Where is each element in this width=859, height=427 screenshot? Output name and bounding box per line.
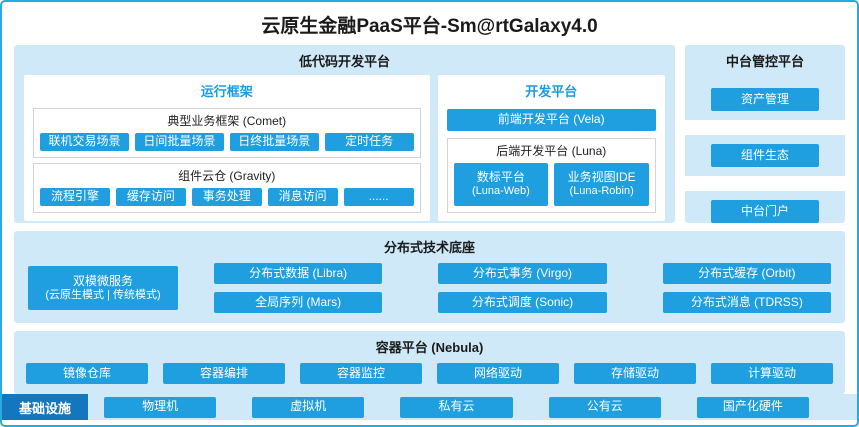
chip-distributed-scheduling-sonic: 分布式调度 (Sonic) — [438, 292, 607, 313]
infrastructure-strip: 基础设施 物理机 虚拟机 私有云 公有云 国产化硬件 — [2, 394, 857, 420]
comet-title: 典型业务框架 (Comet) — [167, 114, 287, 128]
chip-luna-robin-line2: (Luna-Robin) — [569, 185, 634, 198]
chip-distributed-transaction-virgo: 分布式事务 (Virgo) — [438, 263, 607, 284]
gravity-title: 组件云仓 (Gravity) — [178, 169, 276, 183]
infrastructure-label: 基础设施 — [2, 394, 88, 420]
chip-distributed-message-tdrss: 分布式消息 (TDRSS) — [662, 292, 831, 313]
chip-luna-robin-line1: 业务视图IDE — [567, 170, 636, 185]
chip-luna-web-line2: (Luna-Web) — [471, 185, 530, 198]
separator — [685, 176, 845, 191]
chip-asset-management: 资产管理 — [711, 88, 819, 111]
page-title: 云原生金融PaaS平台-Sm@rtGalaxy4.0 — [261, 16, 598, 37]
chip-luna-robin: 业务视图IDE (Luna-Robin) — [554, 163, 649, 206]
panel-midplatform: 中台管控平台 资产管理 组件生态 中台门户 — [685, 45, 845, 223]
panel-lowcode: 低代码开发平台 运行框架 典型业务框架 (Comet) 联机交易场景 日间批量场… — [14, 45, 675, 223]
dual-line1: 双模微服务 — [72, 273, 133, 288]
chip-message-access: 消息访问 — [267, 188, 338, 206]
panel-container-platform: 容器平台 (Nebula) 镜像仓库 容器编排 容器监控 网络驱动 存储驱动 计… — [14, 331, 845, 394]
chip-container-monitoring: 容器监控 — [300, 363, 422, 384]
container-platform-title: 容器平台 (Nebula) — [375, 340, 484, 355]
chip-ellipsis: ...... — [343, 188, 414, 206]
comet-chip-row: 联机交易场景 日间批量场景 日终批量场景 定时任务 — [40, 133, 414, 151]
chip-endofday-batch: 日终批量场景 — [229, 133, 319, 151]
subpanel-dev-platform: 开发平台 前端开发平台 (Vela) 后端开发平台 (Luna) 数标平台 (L… — [437, 75, 665, 221]
chip-frontend-vela: 前端开发平台 (Vela) — [446, 109, 656, 131]
chip-cache-access: 缓存访问 — [115, 188, 186, 206]
chip-physical-machine: 物理机 — [104, 396, 217, 418]
chip-global-sequence-mars: 全局序列 (Mars) — [214, 292, 383, 313]
chip-transaction-processing: 事务处理 — [191, 188, 262, 206]
luna-title: 后端开发平台 (Luna) — [496, 144, 607, 158]
lowcode-columns: 运行框架 典型业务框架 (Comet) 联机交易场景 日间批量场景 日终批量场景… — [14, 75, 675, 231]
chip-luna-web-line1: 数标平台 — [476, 170, 525, 185]
runtime-framework-title: 运行框架 — [200, 84, 253, 99]
luna-box: 后端开发平台 (Luna) 数标平台 (Luna-Web) 业务视图IDE (L… — [446, 138, 656, 213]
panel-distributed-base: 分布式技术底座 双模微服务 (云原生模式 | 传统模式) 分布式数据 (Libr… — [14, 231, 845, 323]
chip-dual-mode-microservice: 双模微服务 (云原生模式 | 传统模式) — [28, 266, 178, 310]
chip-image-registry: 镜像仓库 — [26, 363, 148, 384]
luna-chip-row: 数标平台 (Luna-Web) 业务视图IDE (Luna-Robin) — [453, 163, 649, 206]
chip-container-orchestration: 容器编排 — [163, 363, 285, 384]
dual-line2: (云原生模式 | 传统模式) — [45, 288, 161, 301]
chip-virtual-machine: 虚拟机 — [252, 396, 365, 418]
chip-distributed-data-libra: 分布式数据 (Libra) — [214, 263, 383, 284]
subpanel-runtime-framework: 运行框架 典型业务框架 (Comet) 联机交易场景 日间批量场景 日终批量场景… — [24, 75, 430, 221]
chip-process-engine: 流程引擎 — [40, 188, 110, 206]
midplatform-title: 中台管控平台 — [725, 54, 804, 69]
distributed-title: 分布式技术底座 — [383, 240, 475, 255]
top-row: 低代码开发平台 运行框架 典型业务框架 (Comet) 联机交易场景 日间批量场… — [14, 45, 845, 223]
chip-private-cloud: 私有云 — [400, 396, 513, 418]
comet-box: 典型业务框架 (Comet) 联机交易场景 日间批量场景 日终批量场景 定时任务 — [33, 108, 421, 158]
chip-luna-web: 数标平台 (Luna-Web) — [453, 163, 549, 206]
chip-online-transaction: 联机交易场景 — [40, 133, 129, 151]
chip-domestic-hardware: 国产化硬件 — [696, 396, 810, 418]
chip-scheduled-task: 定时任务 — [324, 133, 414, 151]
chip-storage-driver: 存储驱动 — [574, 363, 696, 384]
infrastructure-chip-row: 物理机 虚拟机 私有云 公有云 国产化硬件 — [88, 394, 857, 420]
container-chip-row: 镜像仓库 容器编排 容器监控 网络驱动 存储驱动 计算驱动 — [14, 361, 845, 394]
chip-daytime-batch: 日间批量场景 — [134, 133, 224, 151]
gravity-box: 组件云仓 (Gravity) 流程引擎 缓存访问 事务处理 消息访问 .....… — [33, 163, 421, 213]
midplatform-body: 资产管理 组件生态 中台门户 — [685, 75, 845, 232]
separator — [685, 120, 845, 135]
distributed-body: 双模微服务 (云原生模式 | 传统模式) 分布式数据 (Libra) 分布式事务… — [14, 261, 845, 323]
chip-network-driver: 网络驱动 — [437, 363, 559, 384]
distributed-grid: 分布式数据 (Libra) 分布式事务 (Virgo) 分布式缓存 (Orbit… — [214, 263, 831, 313]
chip-component-ecosystem: 组件生态 — [711, 144, 819, 167]
chip-midplatform-portal: 中台门户 — [711, 200, 819, 223]
gravity-chip-row: 流程引擎 缓存访问 事务处理 消息访问 ...... — [40, 188, 414, 206]
panel-lowcode-title: 低代码开发平台 — [298, 54, 390, 69]
chip-distributed-cache-orbit: 分布式缓存 (Orbit) — [662, 263, 831, 284]
chip-compute-driver: 计算驱动 — [711, 363, 833, 384]
chip-public-cloud: 公有云 — [548, 396, 661, 418]
dev-platform-title: 开发平台 — [525, 84, 578, 99]
